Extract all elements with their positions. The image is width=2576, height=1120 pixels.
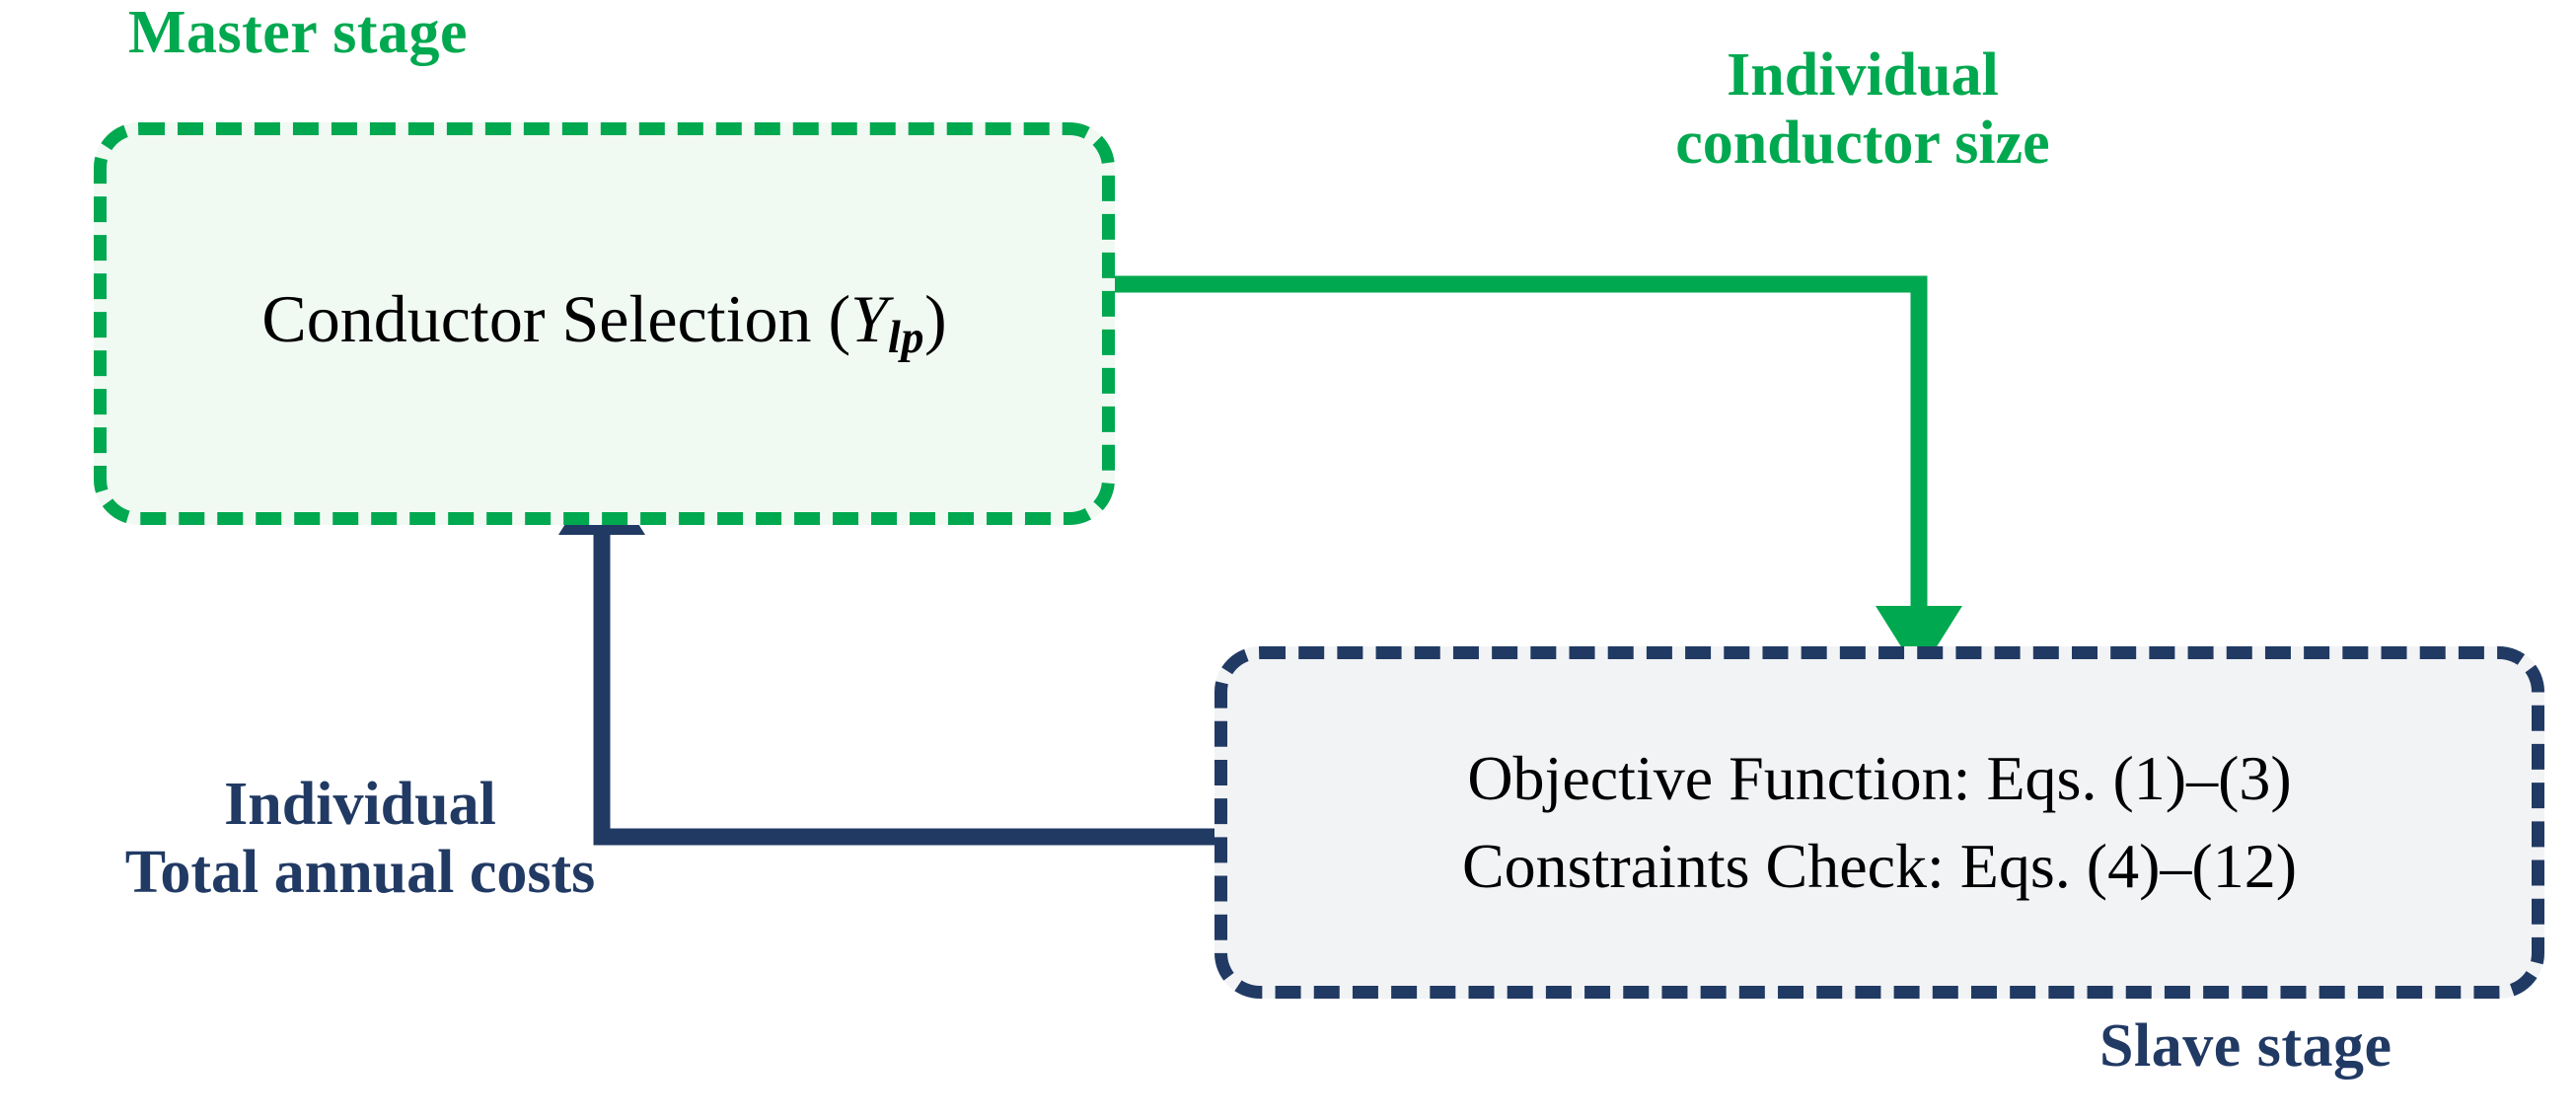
master-box-text-suffix: ) (923, 281, 947, 357)
master-stage-label: Master stage (128, 0, 469, 66)
individual-conductor-size-label: Individual conductor size (1675, 41, 2050, 178)
master-box-variable-subscript: lp (887, 313, 924, 364)
slave-stage-label: Slave stage (2099, 1012, 2392, 1080)
slave-box-line-2: Constraints Check: Eqs. (4)–(12) (1461, 830, 2298, 901)
slave-box-line-1: Objective Function: Eqs. (1)–(3) (1467, 743, 2292, 814)
master-stage-box[interactable]: Conductor Selection (Ylp) (94, 122, 1115, 525)
master-box-text: Conductor Selection (Ylp) (261, 285, 946, 361)
master-box-variable: Y (850, 281, 888, 357)
slave-stage-box[interactable]: Objective Function: Eqs. (1)–(3) Constra… (1214, 646, 2544, 999)
individual-total-annual-costs-label: Individual Total annual costs (124, 771, 596, 907)
master-box-text-prefix: Conductor Selection ( (261, 281, 851, 357)
green-flow-arrow (1100, 275, 1962, 675)
